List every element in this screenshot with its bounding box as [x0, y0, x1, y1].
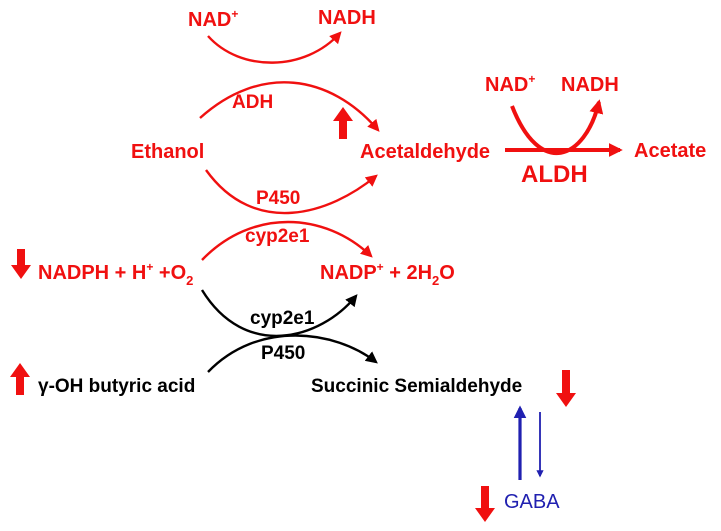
nadp-water-label: NADP+ + 2H2O	[320, 260, 455, 288]
p450-red-label: P450	[256, 188, 300, 209]
ssa-down-arrow-icon	[556, 370, 576, 407]
adh-label: ADH	[232, 92, 273, 113]
cyp2e1-red-arrow	[201, 220, 373, 261]
nadph-label: NADPH + H+ +O2	[38, 260, 193, 288]
aldh-label: ALDH	[521, 161, 588, 188]
p450-arrow	[205, 169, 378, 215]
p450-black-arrow	[207, 334, 378, 373]
p450-black-label: P450	[261, 343, 305, 364]
nadh-right-label: NADH	[561, 74, 619, 96]
nadph-down-arrow-icon	[11, 249, 31, 279]
nad-plus-label: NAD+	[188, 7, 238, 31]
adh-arrow	[199, 81, 380, 132]
gaba-label: GABA	[504, 491, 560, 513]
ghb-up-arrow-icon	[10, 363, 30, 395]
acetate-label: Acetate	[634, 140, 706, 162]
nadh-label: NADH	[318, 7, 376, 29]
gaba-down-arrow-icon	[475, 486, 495, 522]
ghb-label: γ-OH butyric acid	[38, 376, 195, 397]
nad-to-nadh-right-arrow	[510, 99, 604, 155]
acetaldehyde-label: Acetaldehyde	[360, 141, 490, 163]
nad-plus-right-label: NAD+	[485, 72, 535, 96]
nad-to-nadh-arrow	[207, 31, 342, 64]
acetaldehyde-up-arrow-icon	[333, 107, 353, 139]
ssa-label: Succinic Semialdehyde	[311, 376, 522, 397]
cyp2e1-black-label: cyp2e1	[250, 308, 315, 329]
cyp2e1-red-label: cyp2e1	[245, 226, 310, 247]
ethanol-label: Ethanol	[131, 141, 204, 163]
